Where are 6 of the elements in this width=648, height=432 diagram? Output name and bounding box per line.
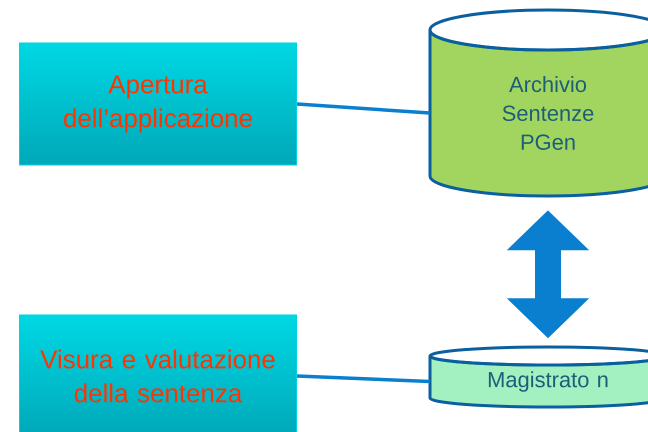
process-box: Visura e valutazione della sentenza xyxy=(19,314,297,432)
connector-line xyxy=(296,102,430,115)
process-box: Apertura dell’applicazione xyxy=(19,42,297,166)
database-cylinder: Archivio Sentenze PGen xyxy=(428,8,648,198)
database-cylinder: Magistrato n xyxy=(428,346,648,408)
connector-line xyxy=(296,374,430,384)
